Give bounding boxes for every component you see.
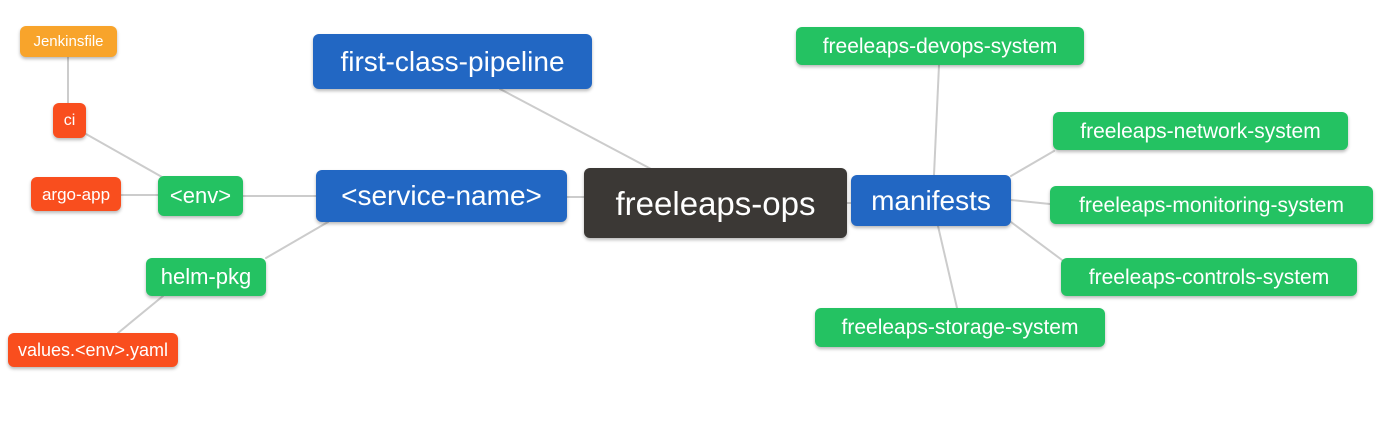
node-network-system[interactable]: freeleaps-network-system xyxy=(1053,112,1348,150)
edge-helm-pkg-values-env-yaml xyxy=(117,295,164,334)
node-devops-system[interactable]: freeleaps-devops-system xyxy=(796,27,1084,65)
edge-ci-env xyxy=(85,133,163,178)
edge-first-class-pipeline-freeleaps-ops xyxy=(499,88,654,171)
edge-manifests-controls-system xyxy=(1010,221,1063,261)
node-freeleaps-ops[interactable]: freeleaps-ops xyxy=(584,168,847,238)
node-storage-system[interactable]: freeleaps-storage-system xyxy=(815,308,1105,347)
node-manifests[interactable]: manifests xyxy=(851,175,1011,226)
node-monitoring-system[interactable]: freeleaps-monitoring-system xyxy=(1050,186,1373,224)
node-env[interactable]: <env> xyxy=(158,176,243,216)
edge-helm-pkg-service-name xyxy=(265,221,329,259)
edge-manifests-devops-system xyxy=(933,64,940,176)
node-controls-system[interactable]: freeleaps-controls-system xyxy=(1061,258,1357,296)
node-first-class-pipeline[interactable]: first-class-pipeline xyxy=(313,34,592,89)
node-argo-app[interactable]: argo-app xyxy=(31,177,121,211)
node-values-env-yaml[interactable]: values.<env>.yaml xyxy=(8,333,178,367)
edge-manifests-monitoring-system xyxy=(1010,199,1051,205)
edge-manifests-storage-system xyxy=(937,225,958,309)
node-jenkinsfile[interactable]: Jenkinsfile xyxy=(20,26,117,57)
node-service-name[interactable]: <service-name> xyxy=(316,170,567,222)
node-ci[interactable]: ci xyxy=(53,103,86,138)
edge-manifests-network-system xyxy=(1010,150,1055,177)
node-helm-pkg[interactable]: helm-pkg xyxy=(146,258,266,296)
